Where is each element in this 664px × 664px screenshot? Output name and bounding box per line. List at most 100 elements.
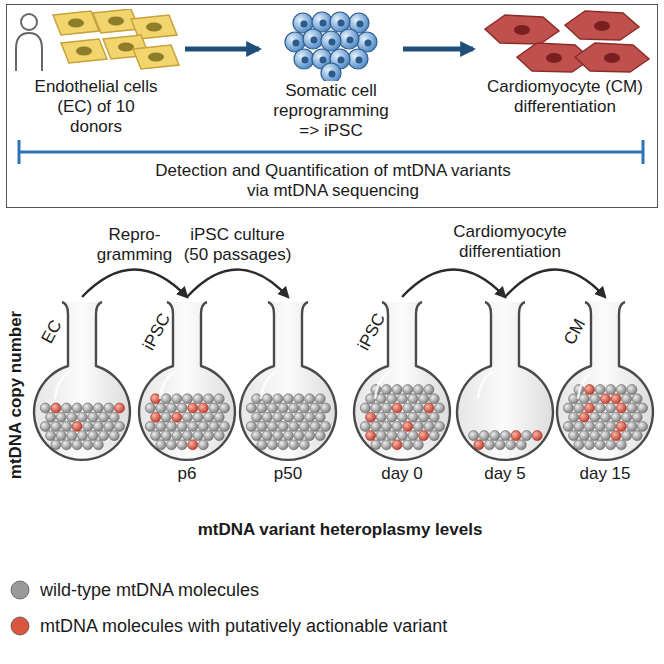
cell-nucleus (301, 21, 308, 28)
legend-text: wild-type mtDNA molecules (40, 580, 259, 600)
wildtype-mtdna-molecule (435, 421, 445, 431)
cardiomyocyte-cell (565, 11, 639, 40)
flask-glass (240, 302, 336, 460)
wildtype-mtdna-molecule (632, 431, 642, 441)
wildtype-mtdna-molecule (371, 403, 381, 413)
cell-nucleus (329, 39, 336, 46)
wildtype-mtdna-molecule (40, 421, 50, 431)
legend-row: mtDNA molecules with putatively actionab… (8, 614, 447, 638)
cell-illustration (477, 9, 653, 77)
wildtype-mtdna-molecule (632, 394, 642, 404)
transition-arrow (187, 270, 288, 298)
wildtype-mtdna-molecule (104, 403, 114, 413)
step-label: iPSC culture (50 passages) (179, 225, 297, 265)
wildtype-mtdna-molecule (188, 421, 198, 431)
wildtype-mtdna-molecule (161, 412, 171, 422)
culture-flask: CM day 15 (550, 300, 660, 484)
wildtype-mtdna-molecule (299, 421, 309, 431)
wildtype-mtdna-molecule (77, 412, 87, 422)
wildtype-mtdna-molecule (93, 440, 103, 450)
wildtype-mtdna-molecule (83, 440, 93, 450)
wildtype-mtdna-molecule (376, 431, 386, 441)
wildtype-mtdna-molecule (310, 403, 320, 413)
wildtype-mtdna-molecule (262, 412, 272, 422)
wildtype-mtdna-molecule (387, 394, 397, 404)
stage-caption: Endothelial cells (EC) of 10 donors (32, 77, 160, 137)
wildtype-mtdna-molecule (616, 440, 626, 450)
wildtype-mtdna-molecule (268, 403, 278, 413)
wildtype-mtdna-molecule (382, 385, 392, 395)
variant-mtdna-molecule (72, 421, 82, 431)
variant-mtdna-molecule (419, 431, 429, 441)
wildtype-mtdna-molecule (214, 431, 224, 441)
variant-mtdna-molecule (115, 403, 125, 413)
wildtype-mtdna-molecule (490, 431, 500, 441)
variant-mtdna-molecule (585, 385, 595, 395)
cell-nucleus (338, 57, 345, 64)
wildtype-mtdna-molecule (177, 403, 187, 413)
wildtype-mtdna-molecule (72, 403, 82, 413)
sample-label: day 15 (550, 464, 660, 484)
wildtype-mtdna-molecule (72, 440, 82, 450)
wildtype-mtdna-molecule (595, 385, 605, 395)
wildtype-mtdna-molecule (585, 440, 595, 450)
wildtype-mtdna-molecule (193, 431, 203, 441)
wildtype-mtdna-molecule (382, 421, 392, 431)
wildtype-mtdna-molecule (590, 412, 600, 422)
wildtype-mtdna-molecule (99, 412, 109, 422)
wildtype-mtdna-molecule (83, 403, 93, 413)
legend-row: wild-type mtDNA molecules (8, 578, 259, 602)
wildtype-mtdna-molecule (283, 431, 293, 441)
wildtype-mtdna-molecule (590, 431, 600, 441)
wildtype-mtdna-molecule (360, 403, 370, 413)
wildtype-mtdna-molecule (46, 412, 56, 422)
wildtype-mtdna-molecule (262, 431, 272, 441)
wildtype-mtdna-molecule (252, 412, 262, 422)
variant-mtdna-molecule (511, 431, 521, 441)
wildtype-mtdna-molecule (220, 421, 230, 431)
stage-caption: Somatic cell reprogramming => iPSC (265, 81, 397, 141)
bracket-end (18, 140, 21, 164)
variant-mtdna-molecule (579, 412, 589, 422)
wildtype-mtdna-molecule (62, 421, 72, 431)
wildtype-mtdna-molecule (252, 431, 262, 441)
step-label: Repro- gramming (76, 225, 194, 265)
wildtype-mtdna-molecule (563, 421, 573, 431)
wildtype-mtdna-molecule (579, 431, 589, 441)
variant-mtdna-molecule (198, 403, 208, 413)
wildtype-mtdna-molecule (278, 440, 288, 450)
culture-flask: day 5 (450, 300, 560, 484)
wildtype-mtdna-molecule (182, 412, 192, 422)
wildtype-mtdna-molecule (638, 421, 648, 431)
wildtype-mtdna-molecule (574, 403, 584, 413)
wildtype-mtdna-molecule (198, 421, 208, 431)
cell-nucleus (357, 21, 364, 28)
flask-label: CM (554, 305, 595, 359)
panel-caption: Detection and Quantification of mtDNA va… (148, 161, 518, 201)
person-head (21, 14, 37, 30)
flask-illustration (233, 300, 343, 462)
legend-text: mtDNA molecules with putatively actionab… (40, 616, 447, 636)
bracket-line (19, 151, 643, 154)
axis-label: mtDNA variant heteroplasmy levels (150, 520, 530, 540)
stem-cell (321, 31, 341, 51)
wildtype-mtdna-molecule (606, 385, 616, 395)
wildtype-mtdna-molecule (506, 440, 516, 450)
wildtype-mtdna-molecule (273, 412, 283, 422)
stage-caption: Cardiomyocyte (CM) differentiation (477, 77, 653, 117)
wildtype-mtdna-molecule (435, 403, 445, 413)
wildtype-mtdna-molecule (104, 421, 114, 431)
cell-nucleus (293, 40, 300, 47)
wildtype-mtdna-molecule (273, 431, 283, 441)
wildtype-mtdna-molecule (246, 421, 256, 431)
wildtype-mtdna-molecule (315, 412, 325, 422)
endothelial-cell (53, 11, 99, 35)
variant-mtdna-molecule (392, 403, 402, 413)
process-arrow (185, 47, 259, 52)
wildtype-mtdna-molecule (268, 440, 278, 450)
variant-mtdna-molecule (616, 421, 626, 431)
wildtype-mtdna-molecule (46, 431, 56, 441)
wildtype-mtdna-molecule (88, 431, 98, 441)
wildtype-mtdna-molecule (392, 385, 402, 395)
